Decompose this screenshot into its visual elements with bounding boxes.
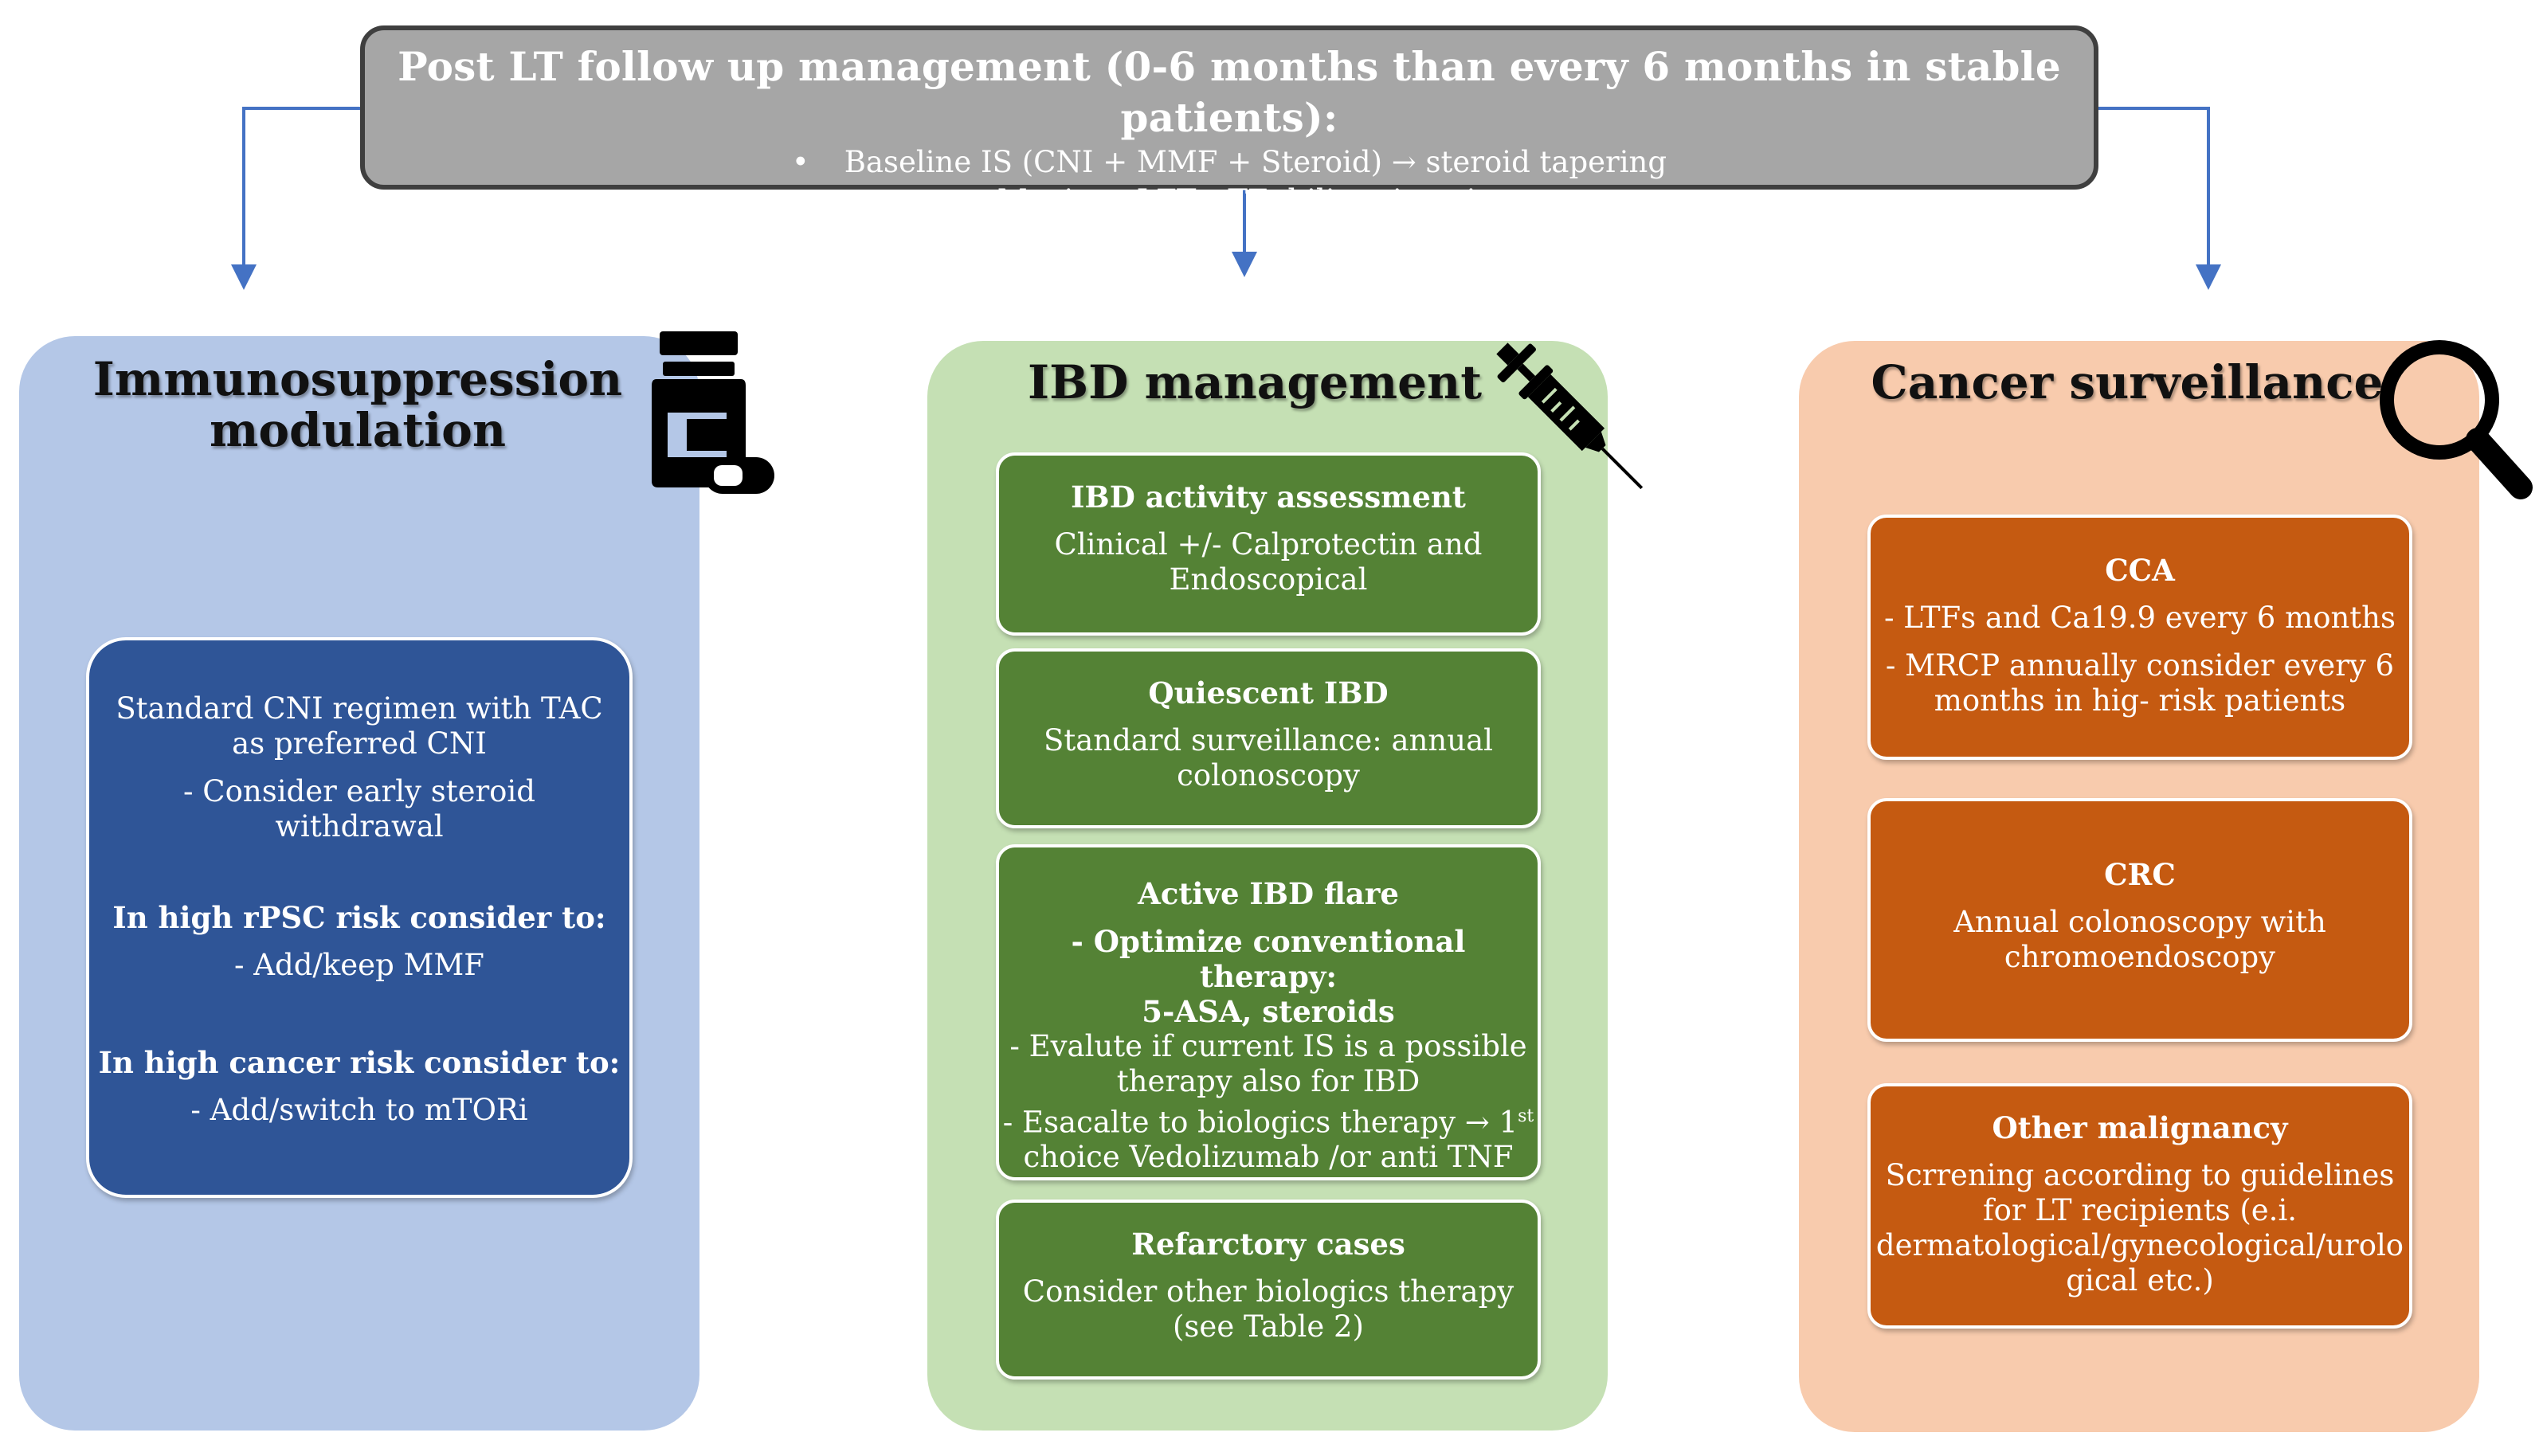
syringe-icon [1496, 342, 1644, 490]
header-title: Post LT follow up management (0-6 months… [398, 43, 2061, 141]
other-malignancy-box: Other malignancy Scrrening according to … [1867, 1083, 2412, 1329]
header-bullet-2: •Monitor: LFTs, TE, biliary imaging [944, 183, 1514, 217]
cancer-surveillance-column: Cancer surveillance CCA - LTFs and Ca19.… [1799, 341, 2479, 1432]
immunosuppression-title: Immunosuppression modulation [92, 352, 623, 457]
arrow-left [231, 107, 360, 290]
cca-box: CCA - LTFs and Ca19.9 every 6 months - M… [1867, 515, 2412, 760]
arrow-right [2098, 107, 2221, 290]
refractory-cases-box: Refarctory cases Consider other biologic… [996, 1200, 1541, 1380]
immunosuppression-column: Immunosuppression modulation Standard CN… [19, 336, 699, 1431]
cancer-surveillance-title: Cancer surveillance [1871, 355, 2384, 409]
header-box: Post LT follow up management (0-6 months… [360, 25, 2098, 217]
crc-box: CRC Annual colonoscopy with chromoendosc… [1867, 798, 2412, 1042]
ibd-activity-box: IBD activity assessment Clinical +/- Cal… [996, 452, 1541, 636]
ibd-column: IBD management IBD activity assessment C… [927, 341, 1608, 1431]
header-bullet-1: •Baseline IS (CNI + MMF + Steroid) → ste… [791, 145, 1667, 179]
active-ibd-flare-box: Active IBD flare - Optimize conventional… [996, 844, 1541, 1180]
quiescent-ibd-box: Quiescent IBD Standard surveillance: ann… [996, 648, 1541, 828]
magnifier-icon [2380, 340, 2533, 499]
pill-bottle-icon [652, 331, 774, 494]
ibd-title: IBD management [1027, 355, 1483, 409]
immunosuppression-box: Standard CNI regimen with TAC as preferr… [86, 637, 633, 1198]
